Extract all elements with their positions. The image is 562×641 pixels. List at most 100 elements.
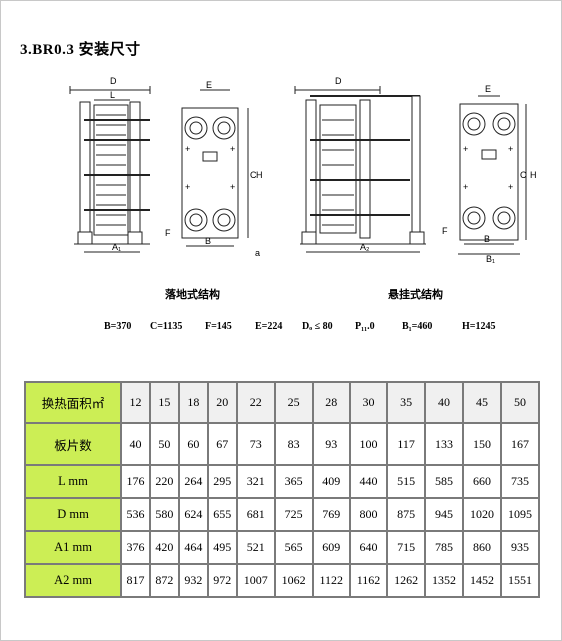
svg-text:+: + bbox=[463, 182, 468, 192]
table-cell: 93 bbox=[313, 424, 349, 464]
table-cell: 1095 bbox=[501, 498, 538, 530]
param-do: Dₒ ≤ 80 bbox=[302, 321, 333, 332]
table-cell: 15 bbox=[150, 383, 178, 423]
table-cell: 464 bbox=[179, 531, 207, 563]
label-e2: E bbox=[485, 84, 491, 94]
table-cell: 655 bbox=[208, 498, 236, 530]
table-cell: 515 bbox=[388, 465, 425, 497]
param-e: E=224 bbox=[255, 321, 283, 332]
table-cell: 376 bbox=[122, 531, 149, 563]
table-cell: 1452 bbox=[464, 564, 500, 596]
label-a2: A₂ bbox=[360, 242, 370, 252]
table-cell: 624 bbox=[179, 498, 207, 530]
label-h2: H bbox=[530, 170, 537, 180]
table-cell: 220 bbox=[150, 465, 178, 497]
table-cell: 817 bbox=[122, 564, 149, 596]
table-cell: 40 bbox=[122, 424, 149, 464]
table-cell: 725 bbox=[275, 498, 312, 530]
table-cell: 321 bbox=[237, 465, 274, 497]
table-cell: 50 bbox=[150, 424, 178, 464]
table-cell: 264 bbox=[179, 465, 207, 497]
suspended-side-view: D A₂ bbox=[294, 76, 426, 253]
table-cell: 20 bbox=[208, 383, 236, 423]
label-c: C bbox=[250, 170, 257, 180]
row-header: L mm bbox=[26, 465, 120, 497]
table-cell: 176 bbox=[122, 465, 149, 497]
table-cell: 860 bbox=[464, 531, 500, 563]
table-cell: 1007 bbox=[237, 564, 274, 596]
svg-text:+: + bbox=[230, 182, 235, 192]
table-cell: 1352 bbox=[426, 564, 462, 596]
label-e: E bbox=[206, 80, 212, 90]
installation-drawings: D L A₁ E ++ ++ C H F bbox=[69, 76, 537, 264]
table-cell: 536 bbox=[122, 498, 149, 530]
table-cell: 73 bbox=[237, 424, 274, 464]
row-header: A1 mm bbox=[26, 531, 120, 563]
table-cell: 30 bbox=[350, 383, 387, 423]
label-small-a: a bbox=[255, 248, 260, 258]
suspended-front-view: E ++ ++ C H F B B₁ bbox=[442, 84, 537, 264]
table-cell: 769 bbox=[313, 498, 349, 530]
table-cell: 150 bbox=[464, 424, 500, 464]
table-cell: 365 bbox=[275, 465, 312, 497]
table-cell: 565 bbox=[275, 531, 312, 563]
caption-floor-standing: 落地式结构 bbox=[165, 289, 220, 301]
svg-text:+: + bbox=[185, 144, 190, 154]
table-cell: 409 bbox=[313, 465, 349, 497]
table-cell: 972 bbox=[208, 564, 236, 596]
param-f: F=145 bbox=[205, 321, 232, 332]
table-cell: 25 bbox=[275, 383, 312, 423]
table-cell: 640 bbox=[350, 531, 387, 563]
table-cell: 932 bbox=[179, 564, 207, 596]
table-cell: 60 bbox=[179, 424, 207, 464]
table-cell: 609 bbox=[313, 531, 349, 563]
table-cell: 50 bbox=[501, 383, 538, 423]
table-cell: 28 bbox=[313, 383, 349, 423]
table-cell: 785 bbox=[426, 531, 462, 563]
table-cell: 715 bbox=[388, 531, 425, 563]
table-cell: 735 bbox=[501, 465, 538, 497]
table-cell: 117 bbox=[388, 424, 425, 464]
table-cell: 660 bbox=[464, 465, 500, 497]
row-header: 换热面积㎡ bbox=[26, 383, 120, 423]
floor-front-view: E ++ ++ C H F B a bbox=[165, 80, 263, 258]
table-cell: 800 bbox=[350, 498, 387, 530]
table-cell: 167 bbox=[501, 424, 538, 464]
row-header: 板片数 bbox=[26, 424, 120, 464]
table-cell: 1122 bbox=[313, 564, 349, 596]
label-b1: B₁ bbox=[486, 254, 495, 264]
table-cell: 420 bbox=[150, 531, 178, 563]
table-cell: 935 bbox=[501, 531, 538, 563]
svg-text:+: + bbox=[185, 182, 190, 192]
table-cell: 100 bbox=[350, 424, 387, 464]
table-cell: 67 bbox=[208, 424, 236, 464]
table-cell: 22 bbox=[237, 383, 274, 423]
table-cell: 872 bbox=[150, 564, 178, 596]
param-h: H=1245 bbox=[462, 321, 496, 332]
table-cell: 1062 bbox=[275, 564, 312, 596]
table-cell: 580 bbox=[150, 498, 178, 530]
label-f: F bbox=[165, 228, 171, 238]
svg-text:+: + bbox=[463, 144, 468, 154]
table-cell: 521 bbox=[237, 531, 274, 563]
table-cell: 133 bbox=[426, 424, 462, 464]
table-cell: 83 bbox=[275, 424, 312, 464]
table-cell: 1262 bbox=[388, 564, 425, 596]
table-cell: 495 bbox=[208, 531, 236, 563]
table-cell: 585 bbox=[426, 465, 462, 497]
param-c: C=1135 bbox=[150, 321, 183, 332]
table-cell: 12 bbox=[122, 383, 149, 423]
table-cell: 35 bbox=[388, 383, 425, 423]
param-b1: B₁=460 bbox=[402, 321, 433, 332]
page-title: 3.BR0.3 安装尺寸 bbox=[20, 42, 141, 58]
label-d: D bbox=[110, 76, 117, 86]
param-b: B=370 bbox=[104, 321, 132, 332]
svg-text:+: + bbox=[508, 182, 513, 192]
label-c2: C bbox=[520, 170, 527, 180]
svg-text:+: + bbox=[230, 144, 235, 154]
